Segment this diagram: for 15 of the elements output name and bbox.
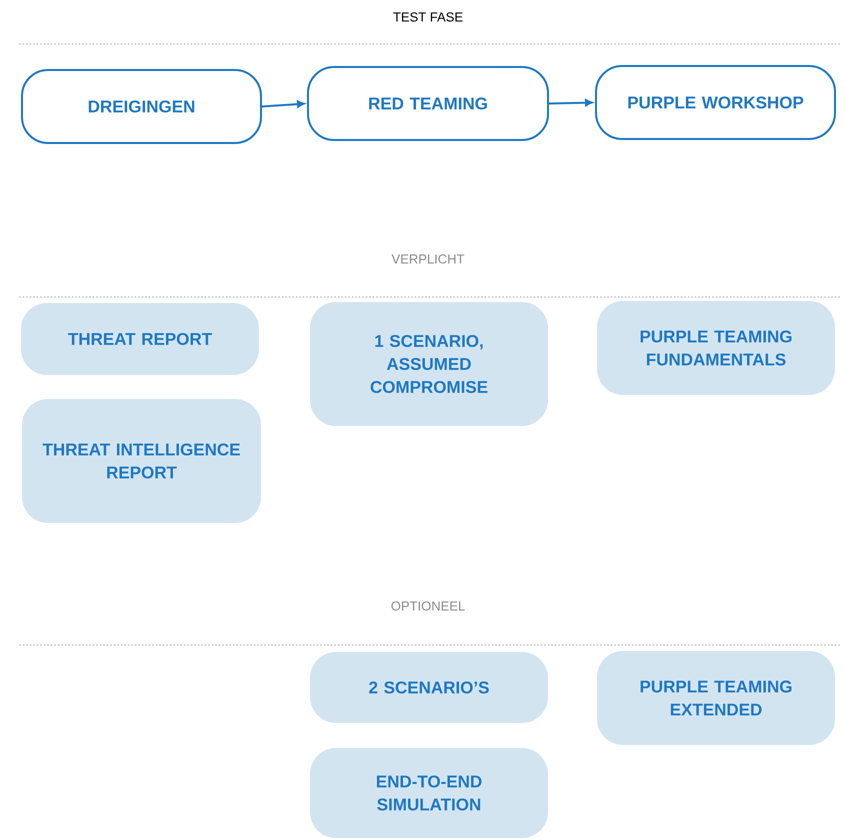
section-heading: VERPLICHT bbox=[392, 254, 464, 264]
option-box: PURPLE TEAMING EXTENDED bbox=[597, 651, 835, 745]
arrow bbox=[548, 99, 593, 106]
step-box: DREIGINGEN bbox=[21, 69, 262, 144]
option-box: THREAT REPORT bbox=[21, 303, 259, 375]
arrow bbox=[262, 100, 305, 108]
option-box: PURPLE TEAMING FUNDAMENTALS bbox=[597, 301, 835, 395]
option-box: END-TO-END SIMULATION bbox=[310, 748, 548, 838]
option-box: 1 SCENARIO, ASSUMED COMPROMISE bbox=[310, 302, 548, 426]
step-box: PURPLE WORKSHOP bbox=[595, 65, 836, 140]
step-box: RED TEAMING bbox=[307, 66, 549, 141]
option-box: 2 SCENARIO’S bbox=[310, 652, 548, 723]
section-heading: TEST FASE bbox=[393, 12, 462, 22]
section-heading: OPTIONEEL bbox=[391, 601, 465, 611]
option-box: THREAT INTELLIGENCE REPORT bbox=[22, 399, 261, 523]
